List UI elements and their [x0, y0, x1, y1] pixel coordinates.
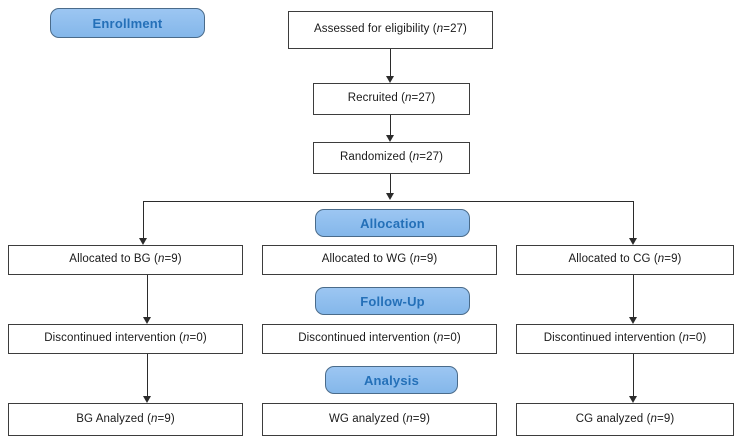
box-discontinued-cg-text-after: =0) — [689, 332, 707, 345]
arrowhead-cg-allocation-to-followup — [629, 317, 637, 324]
box-randomized: Randomized (n=27) — [313, 142, 470, 174]
connector-randomized-to-split — [390, 174, 391, 195]
box-assessed-for-eligibility: Assessed for eligibility (n=27) — [288, 11, 493, 49]
box-analyzed-bg: BG Analyzed (n=9) — [8, 403, 243, 436]
stage-badge-enrollment: Enrollment — [50, 8, 205, 38]
box-allocated-wg-text-before: Allocated to WG ( — [321, 253, 414, 266]
box-allocated-wg-n-symbol: n — [413, 253, 421, 266]
box-recruited: Recruited (n=27) — [313, 83, 470, 115]
box-analyzed-wg-text-before: WG analyzed ( — [328, 412, 407, 425]
connector-bus-to-cg — [633, 201, 634, 238]
stage-badge-followup-label: Follow-Up — [360, 293, 425, 309]
connector-bg-followup-to-analysis — [147, 354, 148, 396]
stage-badge-allocation-label: Allocation — [360, 215, 425, 231]
stage-badge-allocation: Allocation — [315, 209, 470, 237]
connector-bg-allocation-to-followup — [147, 275, 148, 317]
box-analyzed-wg: WG analyzed (n=9) — [262, 403, 497, 436]
connector-bus-to-bg — [143, 201, 144, 238]
box-allocated-bg: Allocated to BG (n=9) — [8, 245, 243, 275]
box-randomized-n-symbol: n — [412, 151, 420, 164]
box-analyzed-wg-text-after: =9) — [412, 412, 431, 425]
arrowhead-bg-followup-to-analysis — [143, 396, 151, 403]
box-analyzed-cg: CG analyzed (n=9) — [516, 403, 734, 436]
box-assessed-text-before: Assessed for eligibility ( — [313, 23, 437, 36]
box-discontinued-bg: Discontinued intervention (n=0) — [8, 324, 243, 354]
box-discontinued-bg-n-symbol: n — [183, 332, 190, 345]
stage-badge-enrollment-label: Enrollment — [92, 15, 163, 31]
box-allocated-wg-text-after: =9) — [420, 253, 438, 266]
box-discontinued-cg-text-before: Discontinued intervention ( — [543, 332, 683, 345]
box-allocated-cg-text-before: Allocated to CG ( — [568, 253, 658, 266]
box-allocated-cg-n-symbol: n — [657, 253, 665, 266]
connector-assessed-to-recruited — [390, 49, 391, 76]
box-discontinued-wg: Discontinued intervention (n=0) — [262, 324, 497, 354]
box-recruited-text-after: =27) — [411, 92, 436, 105]
box-analyzed-bg-text-before: BG Analyzed ( — [76, 412, 152, 425]
box-analyzed-cg-text-before: CG analyzed ( — [575, 412, 651, 425]
box-discontinued-wg-n-symbol: n — [437, 332, 444, 345]
arrowhead-bus-to-bg — [139, 238, 147, 245]
arrowhead-assessed-to-recruited — [386, 76, 394, 83]
box-analyzed-bg-n-symbol: n — [151, 412, 158, 425]
box-randomized-text-before: Randomized ( — [339, 151, 413, 164]
box-allocated-cg-text-after: =9) — [664, 253, 682, 266]
box-analyzed-cg-text-after: =9) — [657, 412, 675, 425]
box-discontinued-cg-n-symbol: n — [682, 332, 690, 345]
arrowhead-bus-to-cg — [629, 238, 637, 245]
box-analyzed-bg-text-after: =9) — [157, 412, 175, 425]
box-allocated-bg-text-before: Allocated to BG ( — [69, 253, 158, 266]
connector-recruited-to-randomized — [390, 115, 391, 135]
box-allocated-bg-n-symbol: n — [157, 253, 165, 266]
arrowhead-bg-allocation-to-followup — [143, 317, 151, 324]
box-allocated-bg-text-after: =9) — [164, 253, 182, 266]
box-discontinued-cg: Discontinued intervention (n=0) — [516, 324, 734, 354]
box-recruited-text-before: Recruited ( — [347, 92, 406, 105]
box-allocated-cg: Allocated to CG (n=9) — [516, 245, 734, 275]
box-analyzed-wg-n-symbol: n — [406, 412, 413, 425]
box-allocated-wg: Allocated to WG (n=9) — [262, 245, 497, 275]
box-assessed-text-after: =27) — [443, 23, 467, 36]
stage-badge-analysis-label: Analysis — [363, 372, 420, 388]
stage-badge-analysis: Analysis — [325, 366, 458, 394]
box-discontinued-bg-text-after: =0) — [189, 332, 207, 345]
box-discontinued-wg-text-after: =0) — [443, 332, 461, 345]
box-analyzed-cg-n-symbol: n — [650, 412, 658, 425]
box-discontinued-wg-text-before: Discontinued intervention ( — [298, 332, 438, 345]
connector-allocation-bus — [143, 201, 634, 202]
box-assessed-n-symbol: n — [436, 23, 444, 36]
stage-badge-followup: Follow-Up — [315, 287, 470, 315]
arrowhead-recruited-to-randomized — [386, 135, 394, 142]
box-recruited-n-symbol: n — [405, 92, 412, 105]
connector-cg-allocation-to-followup — [633, 275, 634, 317]
box-randomized-text-after: =27) — [419, 151, 444, 164]
connector-cg-followup-to-analysis — [633, 354, 634, 396]
arrowhead-cg-followup-to-analysis — [629, 396, 637, 403]
box-discontinued-bg-text-before: Discontinued intervention ( — [44, 332, 184, 345]
arrowhead-randomized-to-split — [386, 193, 394, 200]
